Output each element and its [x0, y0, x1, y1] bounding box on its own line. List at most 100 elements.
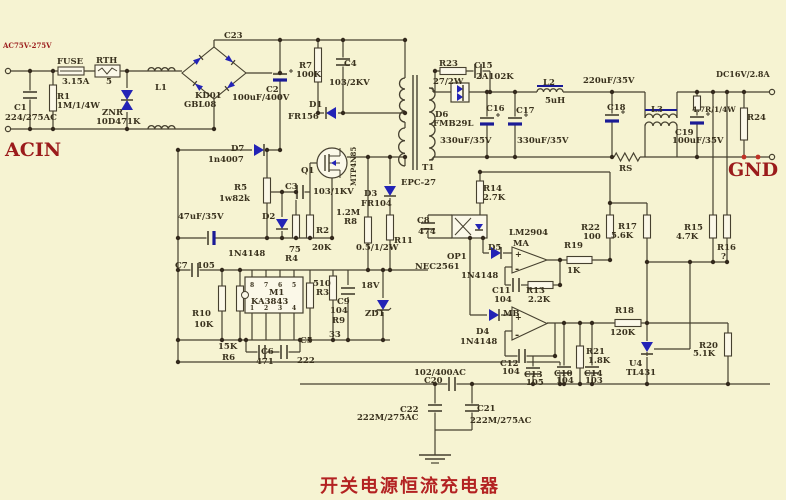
component-label: 3: [278, 305, 282, 312]
component-label: -: [515, 264, 519, 275]
junction-dot: [175, 235, 181, 241]
resistor: [328, 275, 338, 301]
ic-notch: [241, 291, 249, 299]
schottky-d6: [450, 82, 470, 103]
junction-dot: [487, 89, 493, 95]
opamp: [511, 306, 549, 341]
resistor: [235, 285, 245, 312]
component-label: 104: [330, 306, 348, 316]
resistor: [605, 214, 615, 239]
junction-dot: [387, 267, 393, 273]
component-label: EPC-27: [401, 178, 436, 188]
junction-dot: [50, 68, 56, 74]
terminal: [4, 67, 12, 75]
component-label: C20: [424, 376, 443, 386]
component-label: R23: [439, 59, 458, 69]
junction-dot: [710, 89, 716, 95]
resistor: [739, 107, 749, 141]
junction-dot: [741, 89, 747, 95]
resistor: [722, 214, 732, 239]
junction-dot: [264, 235, 270, 241]
component-label: 471: [256, 357, 274, 367]
component-label: 8: [250, 282, 254, 289]
inductor-coil: [644, 121, 678, 127]
mask: [511, 277, 521, 293]
junction-dot: [293, 235, 299, 241]
component-label: +: [515, 312, 522, 322]
component-label: 5.1K: [693, 349, 716, 359]
component-label: 100uF/35V: [672, 136, 724, 146]
component-label: 100K: [296, 70, 322, 80]
component-label: 2A102K: [476, 72, 514, 82]
component-label: MA: [513, 239, 529, 249]
mask: [279, 344, 289, 360]
component-label: R21: [586, 347, 605, 357]
junction-dot: [469, 381, 475, 387]
bridge-diode-bar: [230, 59, 236, 66]
component-label: GND: [728, 159, 778, 181]
zener-tick: [374, 309, 378, 313]
component-label: R9: [332, 316, 345, 326]
component-label: 1.2M: [336, 208, 361, 218]
junction-dot: [340, 110, 346, 116]
component-label: ZD1: [365, 309, 385, 319]
resistor: [291, 214, 301, 239]
transformer-winding: [398, 77, 406, 123]
junction-dot: [277, 70, 283, 76]
bridge-diode-bar: [198, 54, 204, 61]
diode: [326, 107, 336, 119]
component-label: 5.6K: [611, 231, 634, 241]
component-label: 20K: [312, 243, 332, 253]
junction-dot: [687, 259, 693, 265]
component-label: ?: [721, 252, 726, 262]
mask: [190, 262, 200, 278]
mask: [689, 115, 705, 125]
resistor: [217, 285, 227, 312]
component-label: D5: [488, 243, 501, 253]
component-label: C15: [474, 61, 493, 71]
varistor-triangle: [121, 90, 133, 100]
component-label: +: [515, 249, 522, 259]
component-label: 5: [106, 77, 112, 87]
component-label: D7: [231, 144, 244, 154]
junction-dot: [484, 154, 490, 160]
component-label: R22: [581, 223, 600, 233]
component-label: 4.7R/1/4W: [692, 105, 736, 114]
mask: [340, 286, 356, 296]
component-label: 1N4148: [228, 249, 265, 259]
bridge-diode-bar: [224, 85, 230, 92]
resistor: [475, 180, 485, 204]
component-label: U4: [629, 359, 642, 369]
component-label: R8: [344, 217, 357, 227]
component-label: 510: [313, 279, 331, 289]
junction-dot: [219, 337, 225, 343]
mask: [604, 113, 620, 123]
resistor: [262, 177, 272, 204]
component-label: C2: [266, 85, 279, 95]
component-label: C5: [300, 336, 313, 346]
junction-dot: [50, 126, 56, 132]
component-label: FUSE: [57, 57, 84, 67]
component-label: DC16V/2.8A: [716, 69, 770, 79]
component-label: -: [515, 330, 519, 341]
terminal: [768, 88, 776, 96]
junction-dot: [402, 110, 408, 116]
schematic-title: 开关电源恒流充电器: [320, 476, 500, 497]
component-label: 220uF/35V: [583, 76, 635, 86]
junction-dot: [279, 235, 285, 241]
junction-dot: [724, 89, 730, 95]
mask: [525, 366, 541, 376]
component-label: 27/2W: [433, 77, 464, 87]
component-label: R11: [394, 236, 413, 246]
junction-dot: [365, 267, 371, 273]
mask: [257, 344, 267, 360]
component-label: 10D471K: [96, 117, 141, 127]
junction-dot: [607, 257, 613, 263]
junction-dot: [725, 381, 731, 387]
component-label: L2: [543, 78, 555, 88]
junction-dot: [557, 282, 563, 288]
diode: [254, 144, 264, 156]
diode: [475, 224, 483, 230]
resistor: [692, 95, 702, 111]
